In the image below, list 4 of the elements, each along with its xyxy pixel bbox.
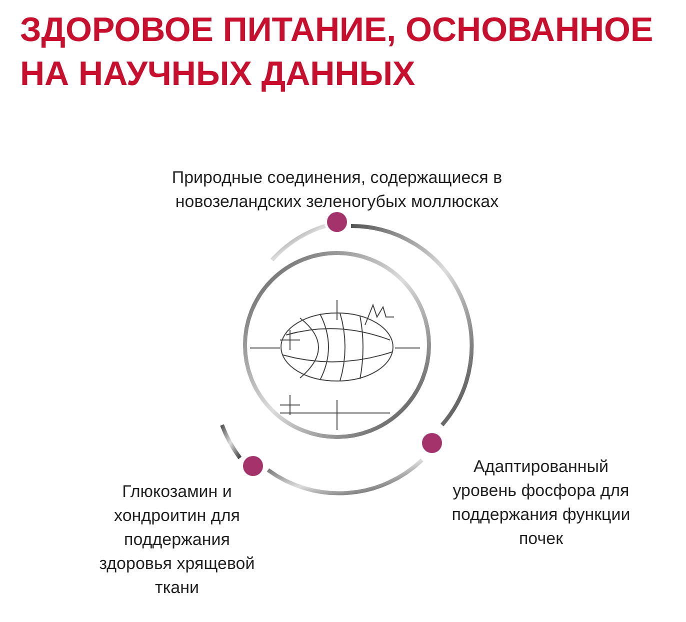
title: ЗДОРОВОЕ ПИТАНИЕ, ОСНОВАННОЕ НА НАУЧНЫХ ДАННЫХ bbox=[20, 10, 654, 95]
feature-text: Глюкозамин и хондроитин для поддержания здоровья хрящевой ткани bbox=[98, 481, 256, 599]
feature-text: Природные соединения, содержащиеся в новозеландских зеленогубых моллюсках bbox=[170, 167, 504, 213]
feature-text: Адаптированный уровень фосфора для поддержания функции почек bbox=[450, 456, 632, 550]
